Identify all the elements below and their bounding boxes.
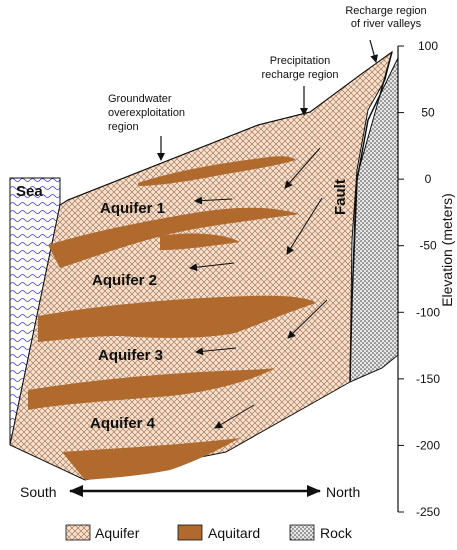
flow-arrow <box>214 404 255 429</box>
legend: Aquifer Aquitard Rock <box>65 524 353 541</box>
precipitation-label: recharge region <box>261 69 338 81</box>
flow-arrow <box>287 299 328 339</box>
legend-swatch-rock <box>289 524 315 541</box>
flow-arrows <box>157 39 379 429</box>
aquitard-layer-4 <box>28 368 275 410</box>
overexploitation-label: region <box>108 121 139 133</box>
aquifer-3-label: Aquifer 3 <box>98 347 163 364</box>
flow-arrow <box>286 197 323 255</box>
elevation-tick-label: -150 <box>416 372 440 386</box>
elevation-tick-label: -50 <box>419 239 437 253</box>
elevation-tick-label: 100 <box>418 39 438 53</box>
aquitard-layer-2b <box>160 233 240 250</box>
precipitation-label: Precipitation <box>270 55 331 67</box>
sea-label: Sea <box>16 183 43 200</box>
aquifer-1-label: Aquifer 1 <box>100 200 165 217</box>
aquitard-layer-3 <box>38 295 316 342</box>
aquitard-layers <box>28 156 316 480</box>
fault-label: Fault <box>332 179 349 215</box>
flow-arrow <box>189 262 235 272</box>
elevation-tick-label: -200 <box>416 438 440 452</box>
flow-arrow <box>195 347 237 356</box>
aquitard-layer-5 <box>62 438 240 480</box>
aquitard-layer-1 <box>138 156 296 186</box>
elevation-axis: 100 50 0 -50 -100 -150 -200 -250 Elevation (met… <box>397 39 455 519</box>
elevation-tick-label: -250 <box>416 505 440 519</box>
elevation-axis-ticks: 100 50 0 -50 -100 -150 -200 -250 <box>398 39 440 519</box>
river-recharge-label: Recharge region <box>345 5 426 17</box>
surface-line <box>10 51 393 206</box>
south-label: South <box>20 484 57 500</box>
legend-swatch-aquitard <box>177 524 203 541</box>
river-recharge-label: of river valleys <box>351 18 422 30</box>
aquifer-4-label: Aquifer 4 <box>90 415 156 432</box>
aquifer-body <box>9 50 393 481</box>
elevation-tick-label: 0 <box>425 172 432 186</box>
overexploitation-label: Groundwater <box>108 93 172 105</box>
aquifer-2-label: Aquifer 2 <box>92 272 157 289</box>
legend-label-rock: Rock <box>320 525 353 541</box>
legend-swatch-aquifer <box>65 524 91 541</box>
flow-arrow <box>284 147 321 189</box>
elevation-tick-label: 50 <box>421 106 435 120</box>
fault-line <box>349 51 393 383</box>
river-recharge-arrow <box>369 39 379 63</box>
north-label: North <box>326 484 360 500</box>
legend-label-aquitard: Aquitard <box>208 525 260 541</box>
elevation-axis-title: Elevation (meters) <box>439 193 455 307</box>
flow-arrow <box>194 196 233 205</box>
legend-label-aquifer: Aquifer <box>95 525 140 541</box>
aquitard-layer-2 <box>48 207 300 268</box>
overexploitation-label: overexploitation <box>108 107 185 119</box>
elevation-tick-label: -100 <box>416 305 440 319</box>
